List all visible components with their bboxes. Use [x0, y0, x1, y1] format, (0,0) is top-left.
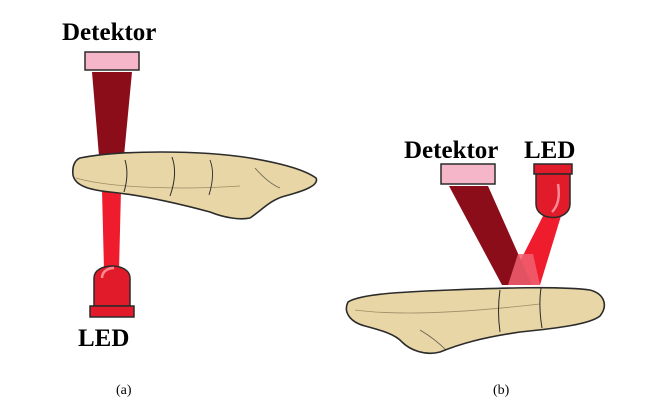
panel-a-led-label: LED [78, 325, 129, 352]
panel-a: Detektor LED (a) [62, 19, 318, 398]
panel-b-detector [440, 163, 496, 185]
panel-b: Detektor LED (b) [345, 137, 606, 398]
panel-a-finger [72, 151, 318, 220]
panel-b-led-label: LED [524, 137, 575, 164]
panel-a-led [89, 265, 135, 318]
panel-a-led-beam [102, 190, 121, 270]
panel-b-finger [345, 286, 606, 355]
panel-a-detector [84, 51, 140, 71]
panel-a-detected-beam [92, 72, 132, 156]
panel-a-detector-label: Detektor [62, 19, 156, 46]
panel-b-led [533, 163, 573, 219]
panel-b-beam-overlap [508, 254, 540, 285]
panel-b-detector-label: Detektor [404, 137, 498, 164]
panel-a-caption: (a) [116, 383, 132, 398]
panel-b-reflected-beam [449, 186, 532, 285]
panel-b-caption: (b) [493, 383, 510, 398]
